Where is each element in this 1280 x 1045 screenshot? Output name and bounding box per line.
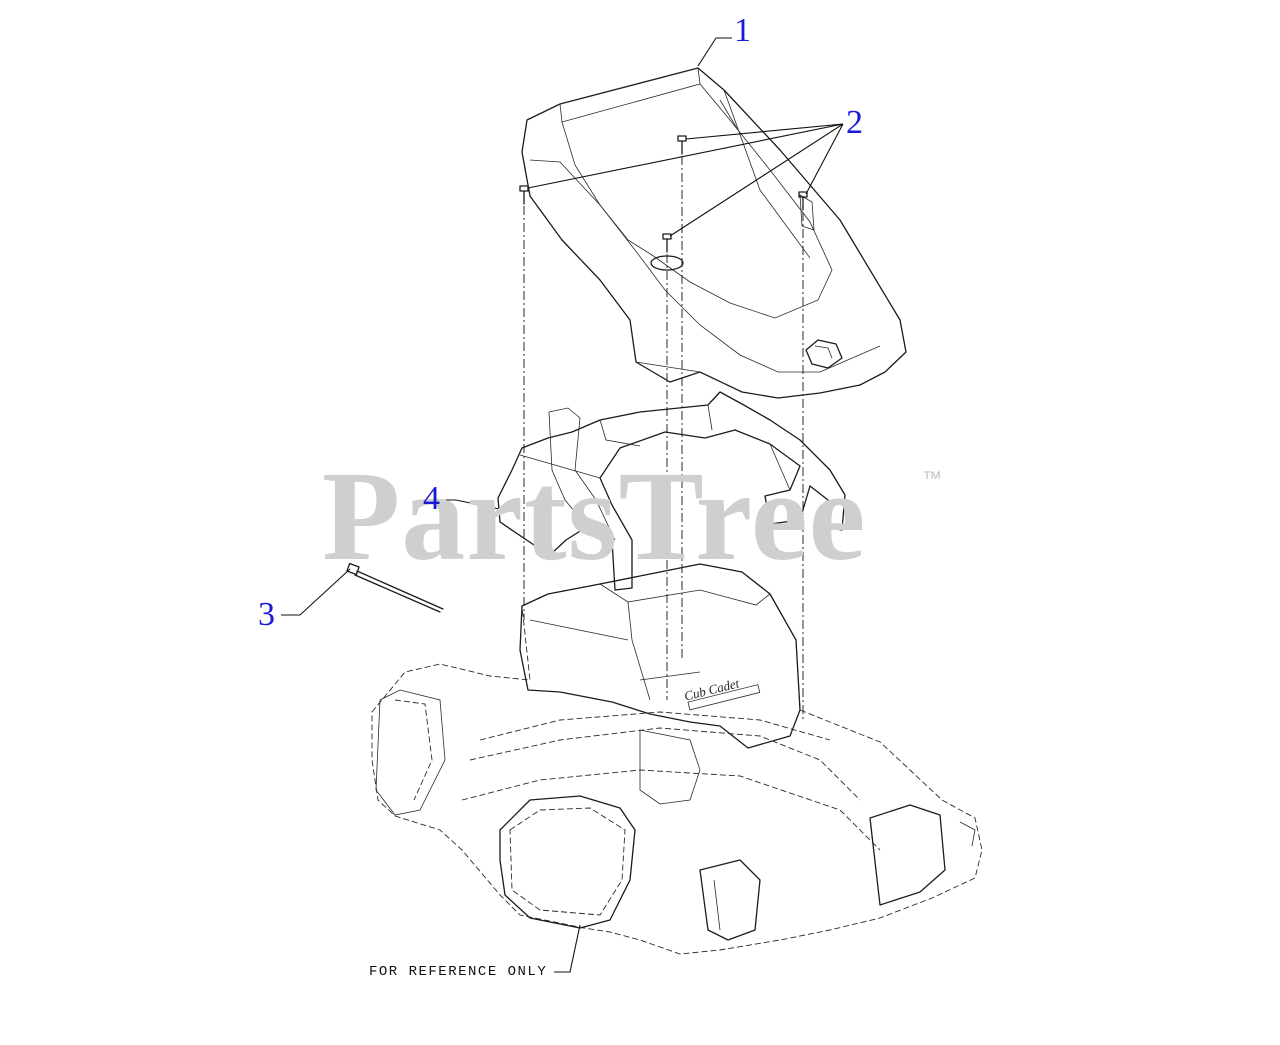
- alignment-lines: [523, 156, 804, 720]
- callout-leaders: [281, 37, 844, 973]
- callout-4[interactable]: 4: [423, 480, 440, 517]
- part-1-top-cover[interactable]: [521, 67, 907, 399]
- screw: [677, 135, 687, 155]
- part-4-bracket[interactable]: [497, 391, 846, 591]
- callout-2[interactable]: 2: [846, 104, 863, 141]
- callout-3[interactable]: 3: [258, 596, 275, 633]
- part-3-cable-tie[interactable]: [346, 562, 444, 613]
- screw: [798, 191, 808, 211]
- reference-mower-deck: [371, 563, 983, 955]
- callout-1[interactable]: 1: [734, 12, 751, 49]
- screw: [662, 233, 672, 253]
- trademark-symbol: ™: [922, 468, 942, 490]
- watermark: PartsTree: [322, 445, 867, 587]
- logo-decal: Cub Cadet: [683, 675, 761, 711]
- reference-note: FOR REFERENCE ONLY: [369, 964, 548, 980]
- part-2-screws[interactable]: [519, 135, 808, 253]
- screw: [519, 185, 529, 205]
